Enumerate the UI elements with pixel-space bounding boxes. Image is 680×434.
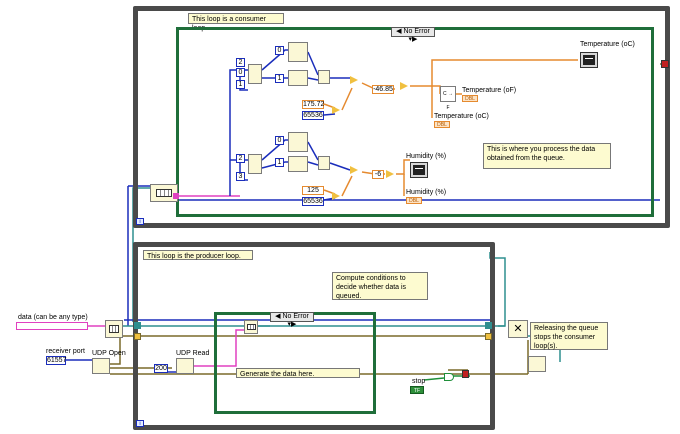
consumer-iteration-terminal: i xyxy=(136,218,144,225)
data-control[interactable] xyxy=(16,322,88,330)
error-tunnel-right xyxy=(485,333,492,340)
index-1-top[interactable]: 1 xyxy=(236,80,245,89)
udp-read-node[interactable] xyxy=(176,358,194,374)
const-125[interactable]: 125 xyxy=(302,186,324,195)
producer-stop-terminal[interactable] xyxy=(462,370,469,378)
c-to-f-node[interactable]: C → F xyxy=(440,86,456,111)
stop-label: stop xyxy=(412,378,426,385)
const-1-a[interactable]: 1 xyxy=(275,74,284,83)
byte-node-c[interactable] xyxy=(288,132,308,152)
consumer-stop-terminal[interactable] xyxy=(661,60,669,68)
queue-icon xyxy=(156,189,172,197)
receiver-port-label: receiver port xyxy=(46,348,85,355)
join-numbers-top[interactable] xyxy=(318,70,330,84)
compute-conditions-note: Compute conditions to decide whether dat… xyxy=(332,272,428,300)
divide-top[interactable] xyxy=(332,106,340,114)
array-index-bottom[interactable] xyxy=(248,154,262,174)
data-label: data (can be any type) xyxy=(18,314,88,321)
temp-wire xyxy=(410,59,578,87)
case-dropdown-icon[interactable]: ▾▶ xyxy=(408,36,418,43)
udp-read-label: UDP Read xyxy=(176,350,210,357)
const-1-b[interactable]: 1 xyxy=(275,158,284,167)
multiply-top[interactable] xyxy=(350,76,358,84)
consumer-loop-note: This loop is a consumer loop. xyxy=(188,13,284,32)
index-2-bottom[interactable]: 2 xyxy=(236,154,245,163)
array-index-top[interactable] xyxy=(248,64,262,84)
byte-node-d[interactable] xyxy=(288,156,308,172)
dequeue-tunnel xyxy=(173,193,179,199)
byte-node-a[interactable] xyxy=(288,42,308,62)
const-0-b[interactable]: 0 xyxy=(275,136,284,145)
index-3-bottom[interactable]: 3 xyxy=(236,172,245,181)
add-top[interactable] xyxy=(400,82,408,90)
const-0-a[interactable]: 0 xyxy=(275,46,284,55)
temp-oc-label: Temperature (oC) xyxy=(434,113,489,120)
index-2-top[interactable]: 2 xyxy=(236,58,245,67)
humidity-indicator[interactable]: DBL xyxy=(406,197,422,204)
case-dropdown-icon[interactable]: ▾▶ xyxy=(287,321,297,328)
humidity-label: Humidity (%) xyxy=(406,189,447,196)
queue-tunnel-left xyxy=(134,322,141,329)
stop-button[interactable]: TF xyxy=(410,386,424,394)
generate-data-note: Generate the data here. xyxy=(236,368,360,378)
divide-bottom[interactable] xyxy=(332,192,340,200)
case-left-arrow-icon[interactable]: ◀ xyxy=(396,28,402,35)
const-65536-b[interactable]: 65536 xyxy=(302,197,324,206)
producer-iteration-terminal: i xyxy=(136,420,144,427)
humidity-chart-icon[interactable] xyxy=(410,162,428,178)
byte-node-b[interactable] xyxy=(288,70,308,86)
producer-case-selector[interactable]: ◀ No Error ▾▶ xyxy=(270,312,314,328)
join-numbers-bottom[interactable] xyxy=(318,156,330,170)
dequeue-element-node[interactable] xyxy=(150,184,178,202)
release-queue-node[interactable]: ✕ xyxy=(508,320,528,338)
const-65536-a[interactable]: 65536 xyxy=(302,111,324,120)
humidity-wire xyxy=(396,159,410,175)
consumer-while-loop xyxy=(133,6,670,228)
temp-of-indicator[interactable]: DBL xyxy=(462,95,478,102)
process-data-note: This is where you process the data obtai… xyxy=(483,143,611,169)
udp-close-node[interactable] xyxy=(528,356,546,372)
queue-icon xyxy=(109,325,119,333)
temperature-chart-icon[interactable] xyxy=(580,52,598,68)
const-200[interactable]: 200 xyxy=(154,364,168,373)
const-175-72[interactable]: 175.72 xyxy=(302,100,325,109)
const-neg46-85[interactable]: -46.85 xyxy=(372,85,394,94)
enqueue-element-node[interactable] xyxy=(244,320,258,334)
release-queue-note: Releasing the queue stops the consumer l… xyxy=(530,322,608,350)
const-neg6[interactable]: -6 xyxy=(372,170,384,179)
add-bottom[interactable] xyxy=(386,170,394,178)
temp-graph-label: Temperature (oC) xyxy=(580,41,635,48)
or-gate-icon[interactable] xyxy=(444,373,454,381)
case-left-arrow-icon[interactable]: ◀ xyxy=(275,313,281,320)
queue-tunnel-right xyxy=(485,322,492,329)
index-0-top[interactable]: 0 xyxy=(236,68,245,77)
error-tunnel-left xyxy=(134,333,141,340)
udp-open-label: UDP Open xyxy=(92,350,126,357)
producer-loop-note: This loop is the producer loop. xyxy=(143,250,253,260)
consumer-case-selector[interactable]: ◀ No Error ▾▶ xyxy=(391,27,435,43)
temp-of-label: Temperature (oF) xyxy=(462,87,517,94)
humidity-graph-label: Humidity (%) xyxy=(406,153,447,160)
obtain-queue-node[interactable] xyxy=(105,320,123,338)
queue-icon xyxy=(247,324,256,330)
temp-oc-indicator[interactable]: DBL xyxy=(434,121,450,128)
receiver-port-control[interactable]: 61557 xyxy=(46,356,67,365)
udp-open-node[interactable] xyxy=(92,358,110,374)
multiply-bottom[interactable] xyxy=(350,166,358,174)
